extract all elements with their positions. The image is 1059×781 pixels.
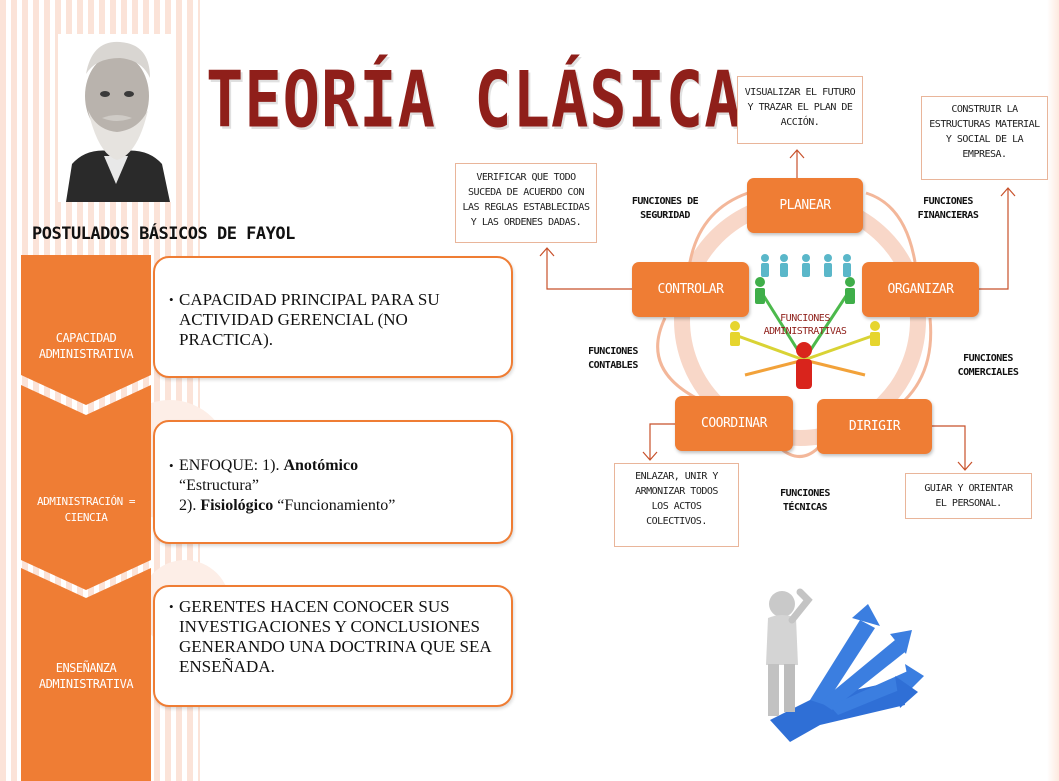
chevron-2 <box>21 385 151 590</box>
label-tecnicas: FUNCIONES TÉCNICAS <box>780 488 830 513</box>
postulado-text: ENFOQUE: 1). Anotómico “Estructura” 2). … <box>169 456 497 516</box>
fayol-portrait <box>58 34 176 202</box>
postulado-box-capacidad: CAPACIDAD PRINCIPAL PARA SU ACTIVIDAD GE… <box>153 256 513 378</box>
node-coordinar: COORDINAR <box>675 396 793 451</box>
enfoque-prefix: ENFOQUE: 1). <box>179 457 284 474</box>
postulado-label-ciencia: ADMINISTRACIÓN = CIENCIA <box>37 495 135 524</box>
postulado-text: CAPACIDAD PRINCIPAL PARA SU ACTIVIDAD GE… <box>169 290 497 350</box>
postulado-label-capacidad: CAPACIDAD ADMINISTRATIVA <box>38 331 134 361</box>
section-subtitle: POSTULADOS BÁSICOS DE FAYOL <box>32 224 295 244</box>
label-comerciales: FUNCIONES COMERCIALES <box>957 353 1019 378</box>
enfoque-fisiologico: Fisiológico <box>200 497 274 514</box>
desc-controlar: VERIFICAR QUE TODO SUCEDA DE ACUERDO CON… <box>455 163 597 243</box>
enfoque-num2: 2). <box>179 497 201 514</box>
node-organizar: ORGANIZAR <box>862 262 979 317</box>
background-edge <box>1047 0 1059 781</box>
node-dirigir: DIRIGIR <box>817 399 932 454</box>
postulado-box-ciencia: ENFOQUE: 1). Anotómico “Estructura” 2). … <box>153 420 513 544</box>
enfoque-anatomico: Anotómico <box>283 457 359 474</box>
postulado-text: GERENTES HACEN CONOCER SUS INVESTIGACION… <box>169 597 497 677</box>
node-controlar: CONTROLAR <box>632 262 749 317</box>
label-financieras: FUNCIONES FINANCIERAS <box>917 196 979 221</box>
postulado-box-ensenanza: GERENTES HACEN CONOCER SUS INVESTIGACION… <box>153 585 513 707</box>
postulado-label-ensenanza: ENSEÑANZA ADMINISTRATIVA <box>38 661 134 691</box>
enfoque-funcionamiento: “Funcionamiento” <box>273 497 396 514</box>
chevron-1 <box>21 255 151 405</box>
decision-arrows-icon <box>766 588 924 742</box>
desc-dirigir: GUIAR Y ORIENTAR EL PERSONAL. <box>905 473 1032 519</box>
people-network-icon <box>730 254 880 389</box>
node-planear: PLANEAR <box>747 178 863 233</box>
center-label: FUNCIONES ADMINISTRATIVAS <box>763 313 847 337</box>
page-title: TEORÍA CLÁSICA <box>206 54 743 146</box>
label-contables: FUNCIONES CONTABLES <box>588 346 638 371</box>
desc-planear: VISUALIZAR EL FUTURO Y TRAZAR EL PLAN DE… <box>737 76 863 144</box>
chevron-3 <box>21 568 151 781</box>
enfoque-estructura: “Estructura” <box>179 477 259 494</box>
label-seguridad: FUNCIONES DE SEGURIDAD <box>631 196 699 221</box>
desc-organizar: CONSTRUIR LA ESTRUCTURAS MATERIAL Y SOCI… <box>921 96 1048 180</box>
desc-coordinar: ENLAZAR, UNIR Y ARMONIZAR TODOS LOS ACTO… <box>614 463 739 547</box>
